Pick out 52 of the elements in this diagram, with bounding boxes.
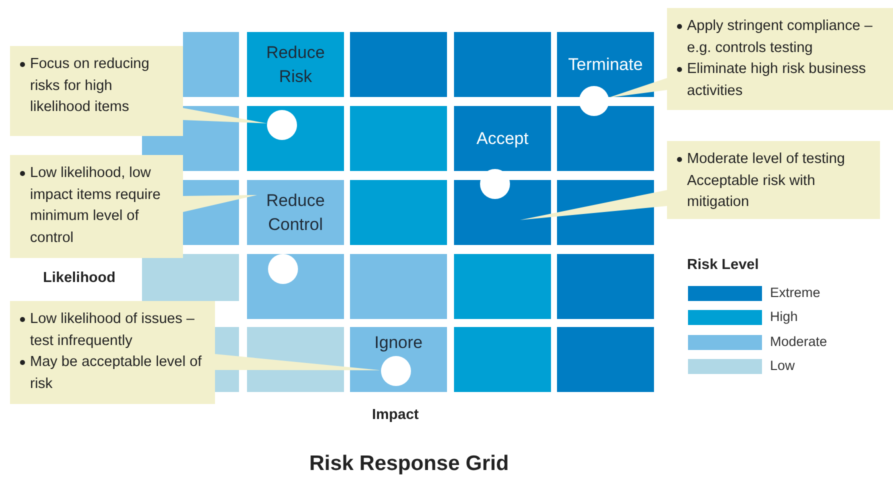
axis-label: Risk Level — [687, 257, 759, 273]
callout-box — [10, 155, 183, 258]
callout-text: Moderate level of testing — [675, 149, 872, 170]
grid-cell — [247, 180, 344, 245]
grid-cell — [557, 254, 654, 319]
callout-pointer — [520, 190, 667, 220]
cell-label: Accept — [476, 128, 528, 150]
grid-cell — [183, 32, 239, 97]
cell-label: Reduce Control — [265, 190, 326, 236]
grid-cell — [142, 254, 239, 301]
grid-cell — [557, 106, 654, 171]
cell-label: Terminate — [568, 54, 643, 76]
callout-box — [667, 8, 893, 110]
grid-cell — [454, 327, 551, 392]
axis-label: Likelihood — [43, 270, 116, 286]
legend-text: Moderate — [770, 334, 828, 349]
grid-cell — [247, 32, 344, 97]
grid-cell — [350, 180, 447, 245]
callout-pointer — [608, 78, 667, 98]
grid-cell — [454, 180, 551, 245]
callout-text: Apply stringent compliance – e.g. controls testing — [675, 16, 885, 59]
callout-text: Focus on reducing risks for high likelihood items — [18, 54, 175, 118]
marker-circle — [267, 110, 297, 140]
grid-cell — [350, 327, 447, 392]
legend-text: Extreme — [770, 285, 820, 300]
callout-text: May be acceptable level of risk — [18, 352, 207, 395]
callout-pointer — [183, 195, 257, 212]
grid-cell — [350, 106, 447, 171]
cell-label: Ignore — [374, 332, 423, 354]
marker-circle — [381, 356, 411, 386]
grid-cell — [557, 327, 654, 392]
grid-cell — [454, 32, 551, 97]
callout-pointer — [183, 108, 268, 124]
grid-cell — [350, 254, 447, 319]
callout-box — [667, 141, 880, 219]
legend-text: High — [770, 309, 798, 324]
callout-box — [10, 46, 183, 136]
grid-cell — [454, 106, 551, 171]
callout-text: Eliminate high risk business activities — [675, 59, 885, 102]
marker-circle — [268, 254, 298, 284]
grid-cell — [454, 254, 551, 319]
axis-label: Impact — [372, 407, 419, 423]
callout-text: Low likelihood of issues – test infrequently — [18, 309, 207, 352]
diagram-title: Risk Response Grid — [308, 452, 510, 476]
legend-text: Low — [770, 358, 795, 373]
grid-cell — [350, 32, 447, 97]
callout-text: Acceptable risk with mitigation — [686, 172, 816, 212]
grid-cell — [247, 106, 344, 171]
grid-cell — [247, 254, 344, 319]
callout-box — [10, 301, 215, 404]
cell-label: Reduce Risk — [265, 42, 326, 88]
callout-text: Low likelihood, low impact items require minimum level of control — [18, 163, 175, 249]
